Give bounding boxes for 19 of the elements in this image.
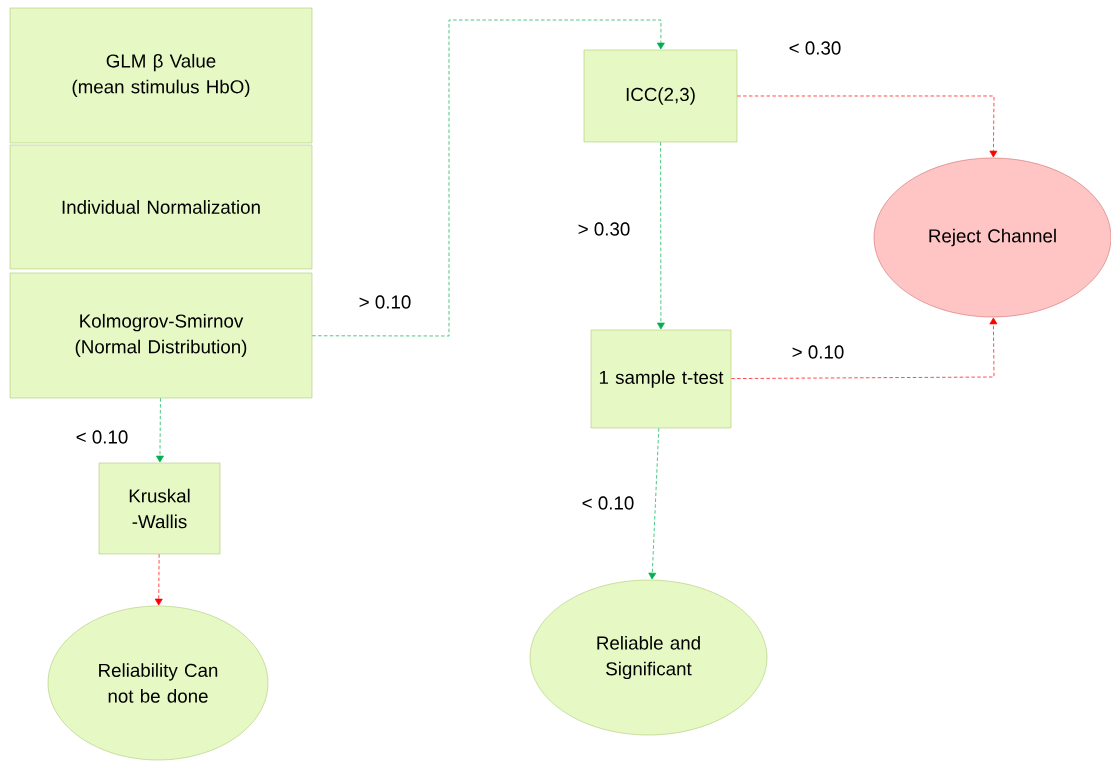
edge-label: < 0.10 (582, 496, 634, 510)
edge-label: < 0.30 (789, 41, 841, 55)
arrow (657, 141, 665, 330)
edge-label: > 0.10 (792, 345, 844, 359)
edge-label: < 0.10 (76, 430, 128, 444)
edge-label: > 0.30 (578, 222, 630, 236)
arrow (311, 19, 665, 337)
edge-label: > 0.10 (359, 295, 411, 309)
process-box: 1 sample t-test (590, 329, 732, 429)
arrow (736, 95, 998, 158)
process-box: ICC(2,3) (583, 49, 738, 143)
process-box: Kruskal -Wallis (98, 462, 221, 555)
arrow (154, 553, 163, 606)
arrow (648, 427, 660, 580)
process-box: GLM β Value (mean stimulus HbO) (9, 7, 313, 144)
process-box: Individual Normalization (9, 144, 313, 270)
arrow (156, 397, 164, 463)
process-box: Kolmogrov-Smirnov (Normal Distribution) (9, 272, 313, 399)
arrow (730, 317, 998, 379)
